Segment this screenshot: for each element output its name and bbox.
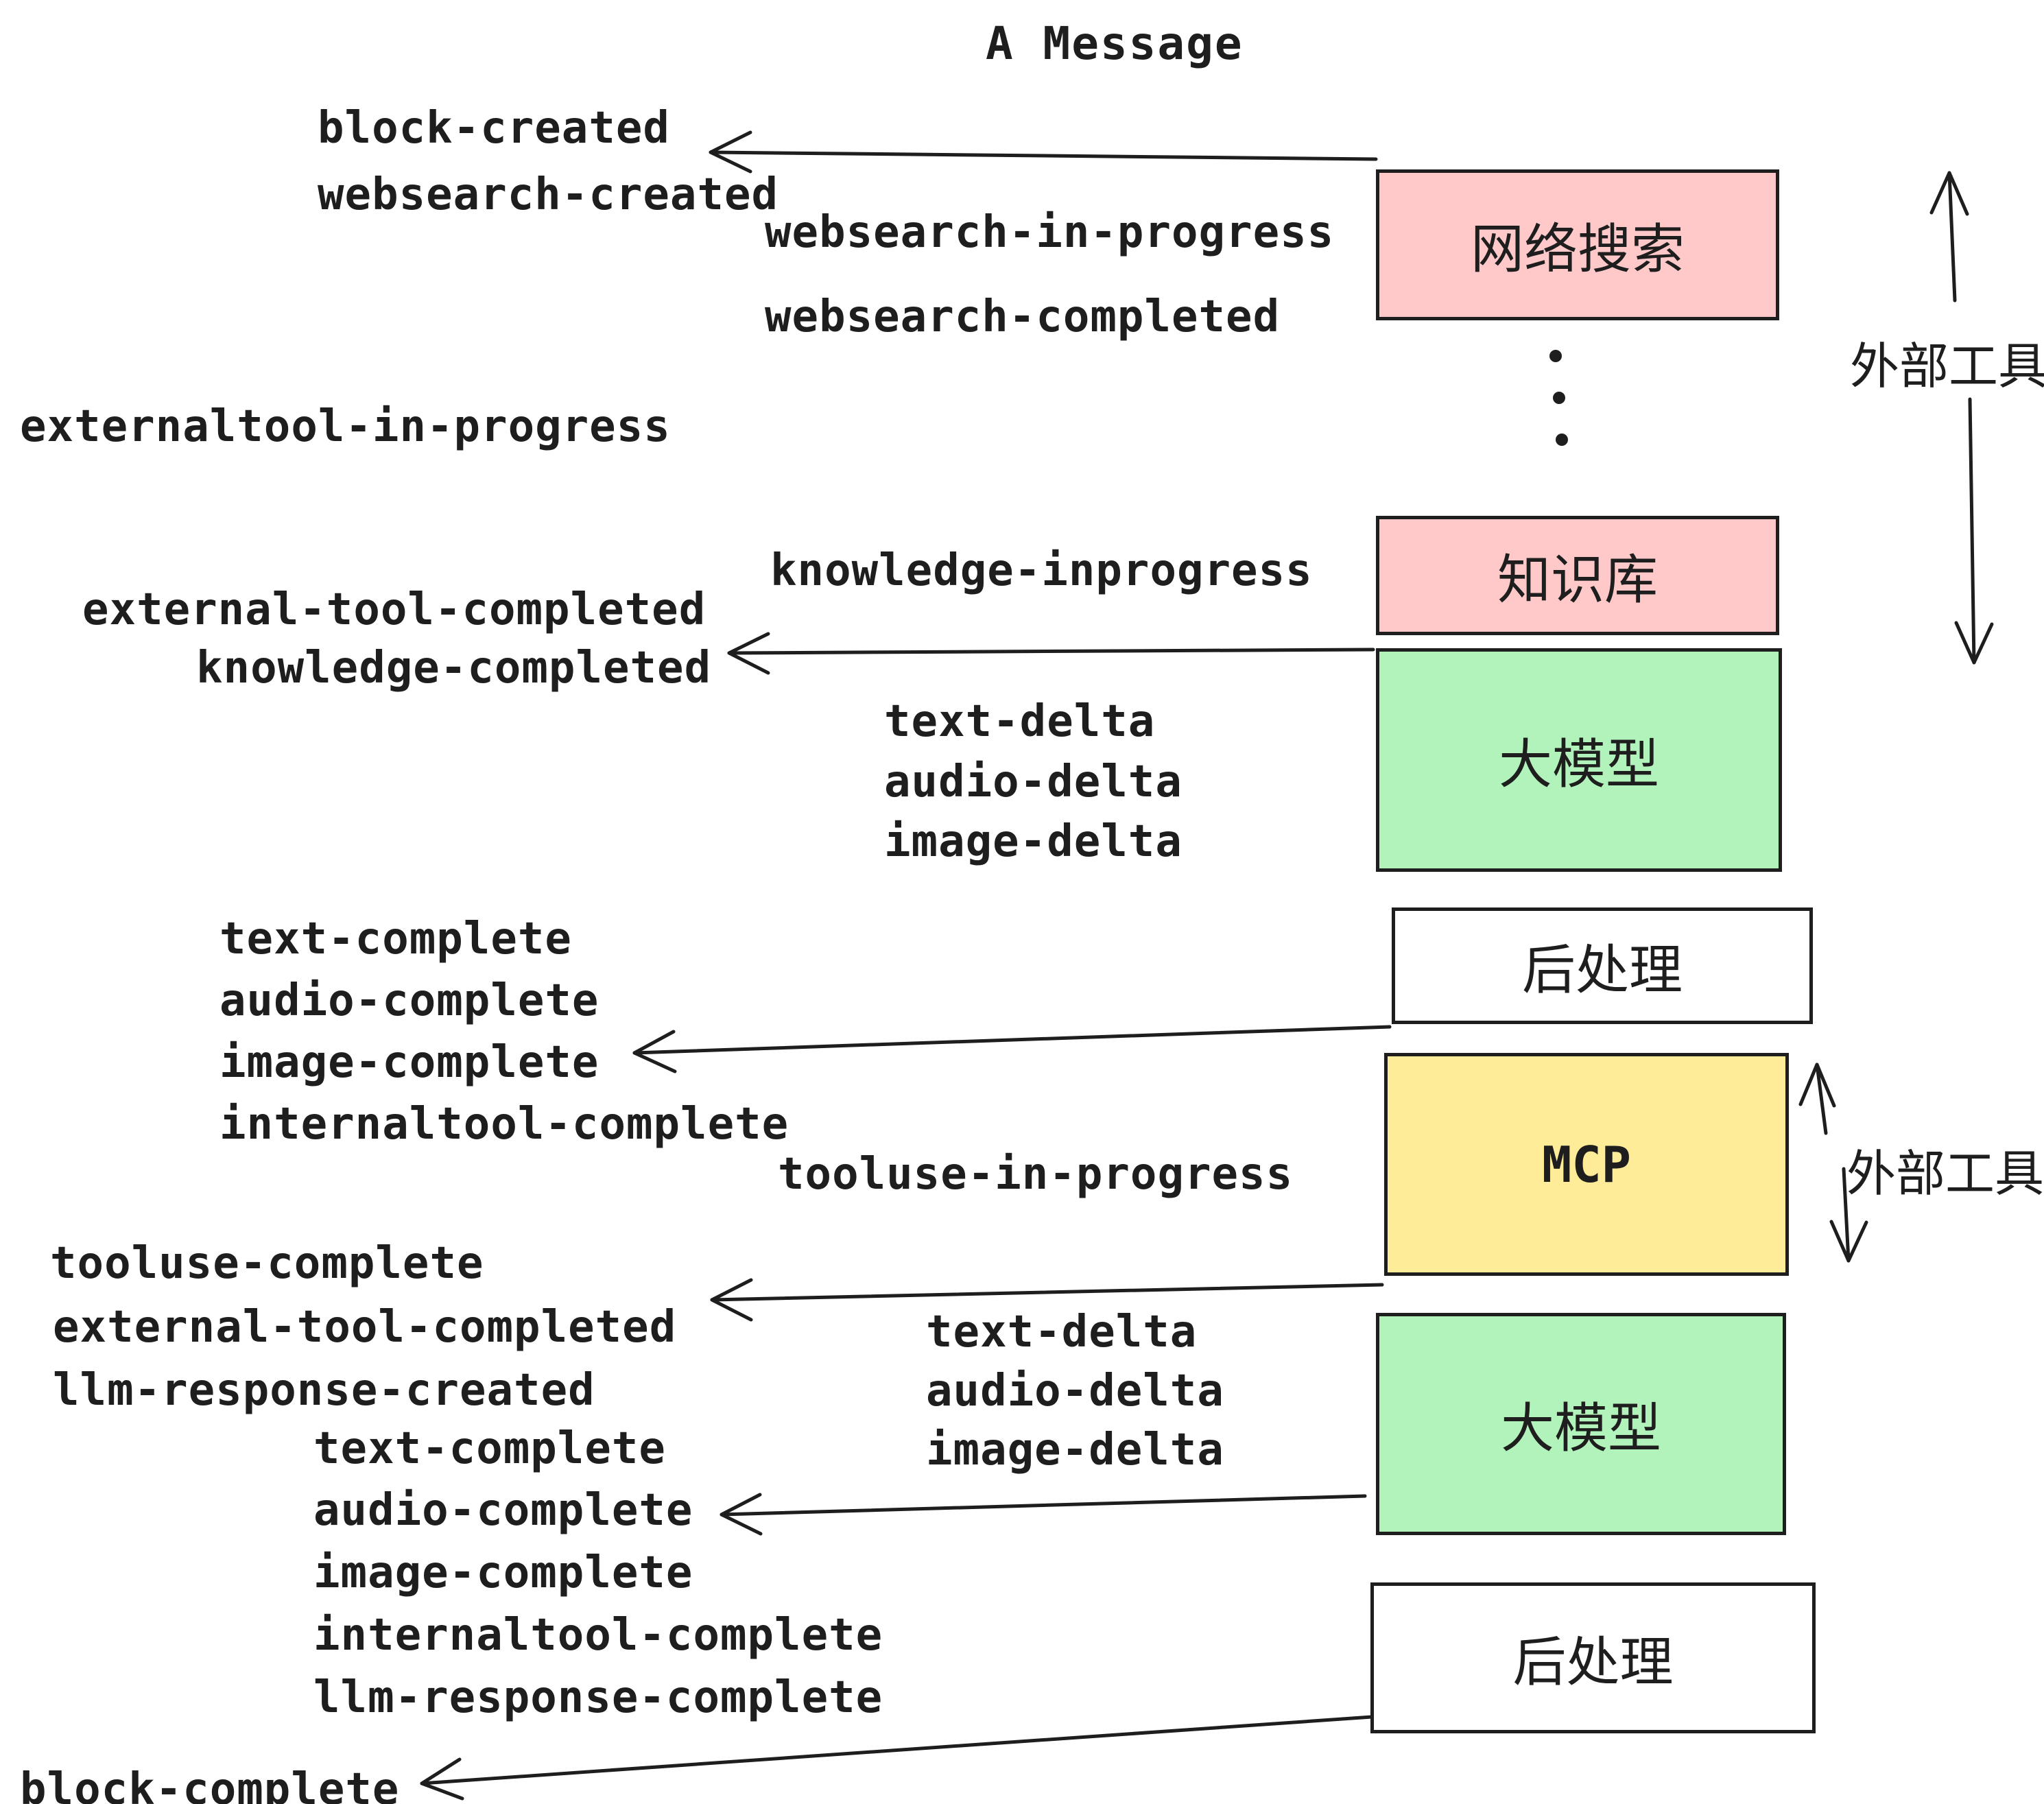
event-label-external-tool-completed: external-tool-completed (82, 584, 706, 635)
event-label-tooluse-complete: tooluse-complete (50, 1238, 484, 1289)
node-websearch: 网络搜索 (1376, 169, 1779, 320)
node-postprocess-1: 后处理 (1392, 907, 1813, 1024)
node-knowledge-label: 知识库 (1497, 549, 1658, 610)
event-label-llm-response-complete: llm-response-complete (313, 1672, 883, 1723)
event-label-internaltool-complete-2: internaltool-complete (313, 1610, 883, 1661)
external-tool-up-arrow (1929, 171, 1969, 302)
node-postprocess-1-label: 后处理 (1521, 940, 1683, 1000)
event-label-image-delta-2: image-delta (926, 1425, 1224, 1475)
event-label-text-complete-1: text-complete (219, 914, 572, 964)
node-llm-1-label: 大模型 (1498, 734, 1659, 794)
arrow-to-image-complete (632, 1025, 1392, 1073)
external-tool-up-arrow-2 (1798, 1063, 1836, 1135)
node-mcp: MCP (1384, 1053, 1789, 1276)
event-label-internaltool-complete-1: internaltool-complete (219, 1099, 789, 1150)
arrow-to-audio-complete (720, 1493, 1367, 1536)
event-label-llm-response-created: llm-response-created (53, 1365, 595, 1416)
event-label-block-complete: block-complete (20, 1764, 400, 1804)
node-postprocess-2-label: 后处理 (1512, 1632, 1674, 1692)
node-websearch-label: 网络搜索 (1470, 219, 1685, 279)
arrow-to-knowledge-completed (727, 632, 1375, 675)
arrow-to-websearch-created (709, 130, 1378, 174)
event-label-audio-delta-2: audio-delta (926, 1366, 1224, 1416)
node-knowledge: 知识库 (1376, 516, 1779, 635)
event-label-image-complete-2: image-complete (313, 1547, 693, 1598)
event-label-text-delta-2: text-delta (926, 1307, 1198, 1357)
diagram-title: A Message (986, 17, 1244, 70)
external-tool-down-arrow (1954, 397, 1994, 665)
node-llm-1: 大模型 (1376, 648, 1782, 872)
event-label-image-delta-1: image-delta (884, 816, 1183, 867)
event-label-audio-complete-2: audio-complete (313, 1485, 693, 1536)
event-label-block-created: block-created (318, 103, 670, 154)
event-label-image-complete-1: image-complete (219, 1037, 599, 1088)
event-label-text-complete-2: text-complete (313, 1423, 666, 1474)
event-label-audio-delta-1: audio-delta (884, 757, 1183, 807)
node-postprocess-2: 后处理 (1370, 1582, 1816, 1733)
annotation-external-tool-top: 外部工具 (1850, 340, 2044, 394)
event-label-knowledge-completed: knowledge-completed (196, 643, 712, 693)
event-label-audio-complete-1: audio-complete (219, 975, 599, 1026)
arrow-to-block-complete (420, 1715, 1374, 1801)
annotation-external-tool-bottom: 外部工具 (1846, 1147, 2044, 1202)
event-label-websearch-in-progress: websearch-in-progress (765, 207, 1335, 258)
event-label-websearch-completed: websearch-completed (765, 292, 1281, 342)
event-label-externaltool-in-progress: externaltool-in-progress (20, 401, 671, 452)
node-llm-2: 大模型 (1376, 1313, 1786, 1535)
event-label-websearch-created: websearch-created (318, 169, 779, 220)
event-label-text-delta-1: text-delta (884, 696, 1156, 747)
event-label-external-tool-completed-2: external-tool-completed (53, 1302, 677, 1353)
event-label-tooluse-in-progress: tooluse-in-progress (778, 1149, 1294, 1200)
node-mcp-label: MCP (1541, 1135, 1632, 1194)
ellipsis-dots-icon (1549, 350, 1568, 446)
node-llm-2-label: 大模型 (1500, 1398, 1661, 1458)
event-label-knowledge-inprogress: knowledge-inprogress (770, 545, 1313, 596)
